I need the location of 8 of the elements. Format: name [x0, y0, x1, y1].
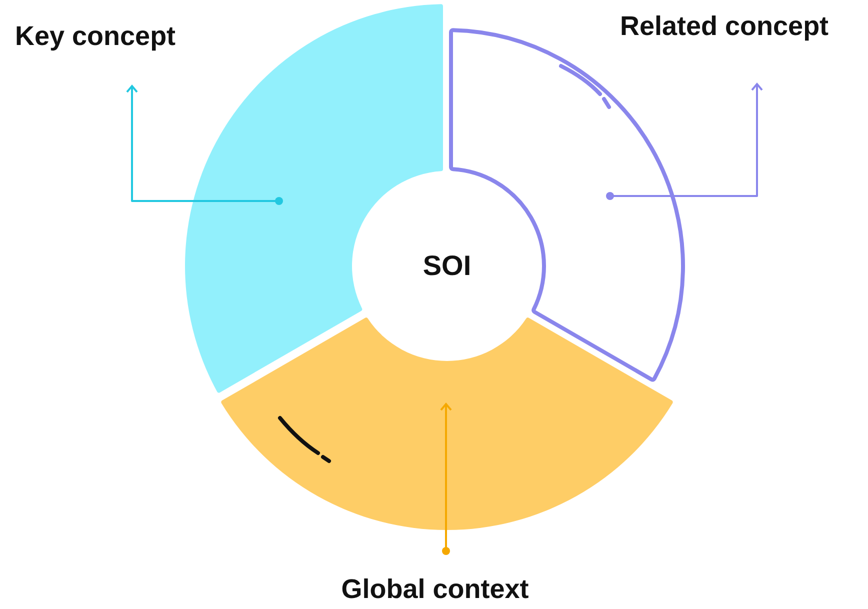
concept-label: Related concept: [620, 10, 862, 42]
arrow: [440, 403, 452, 555]
global-context-sector: [221, 318, 673, 530]
concept-label: Global context: [300, 573, 570, 606]
concept-label: Key concept: [15, 20, 205, 52]
arrow: [606, 83, 763, 200]
center-label: SOI: [422, 250, 472, 282]
arrow: [126, 85, 283, 205]
